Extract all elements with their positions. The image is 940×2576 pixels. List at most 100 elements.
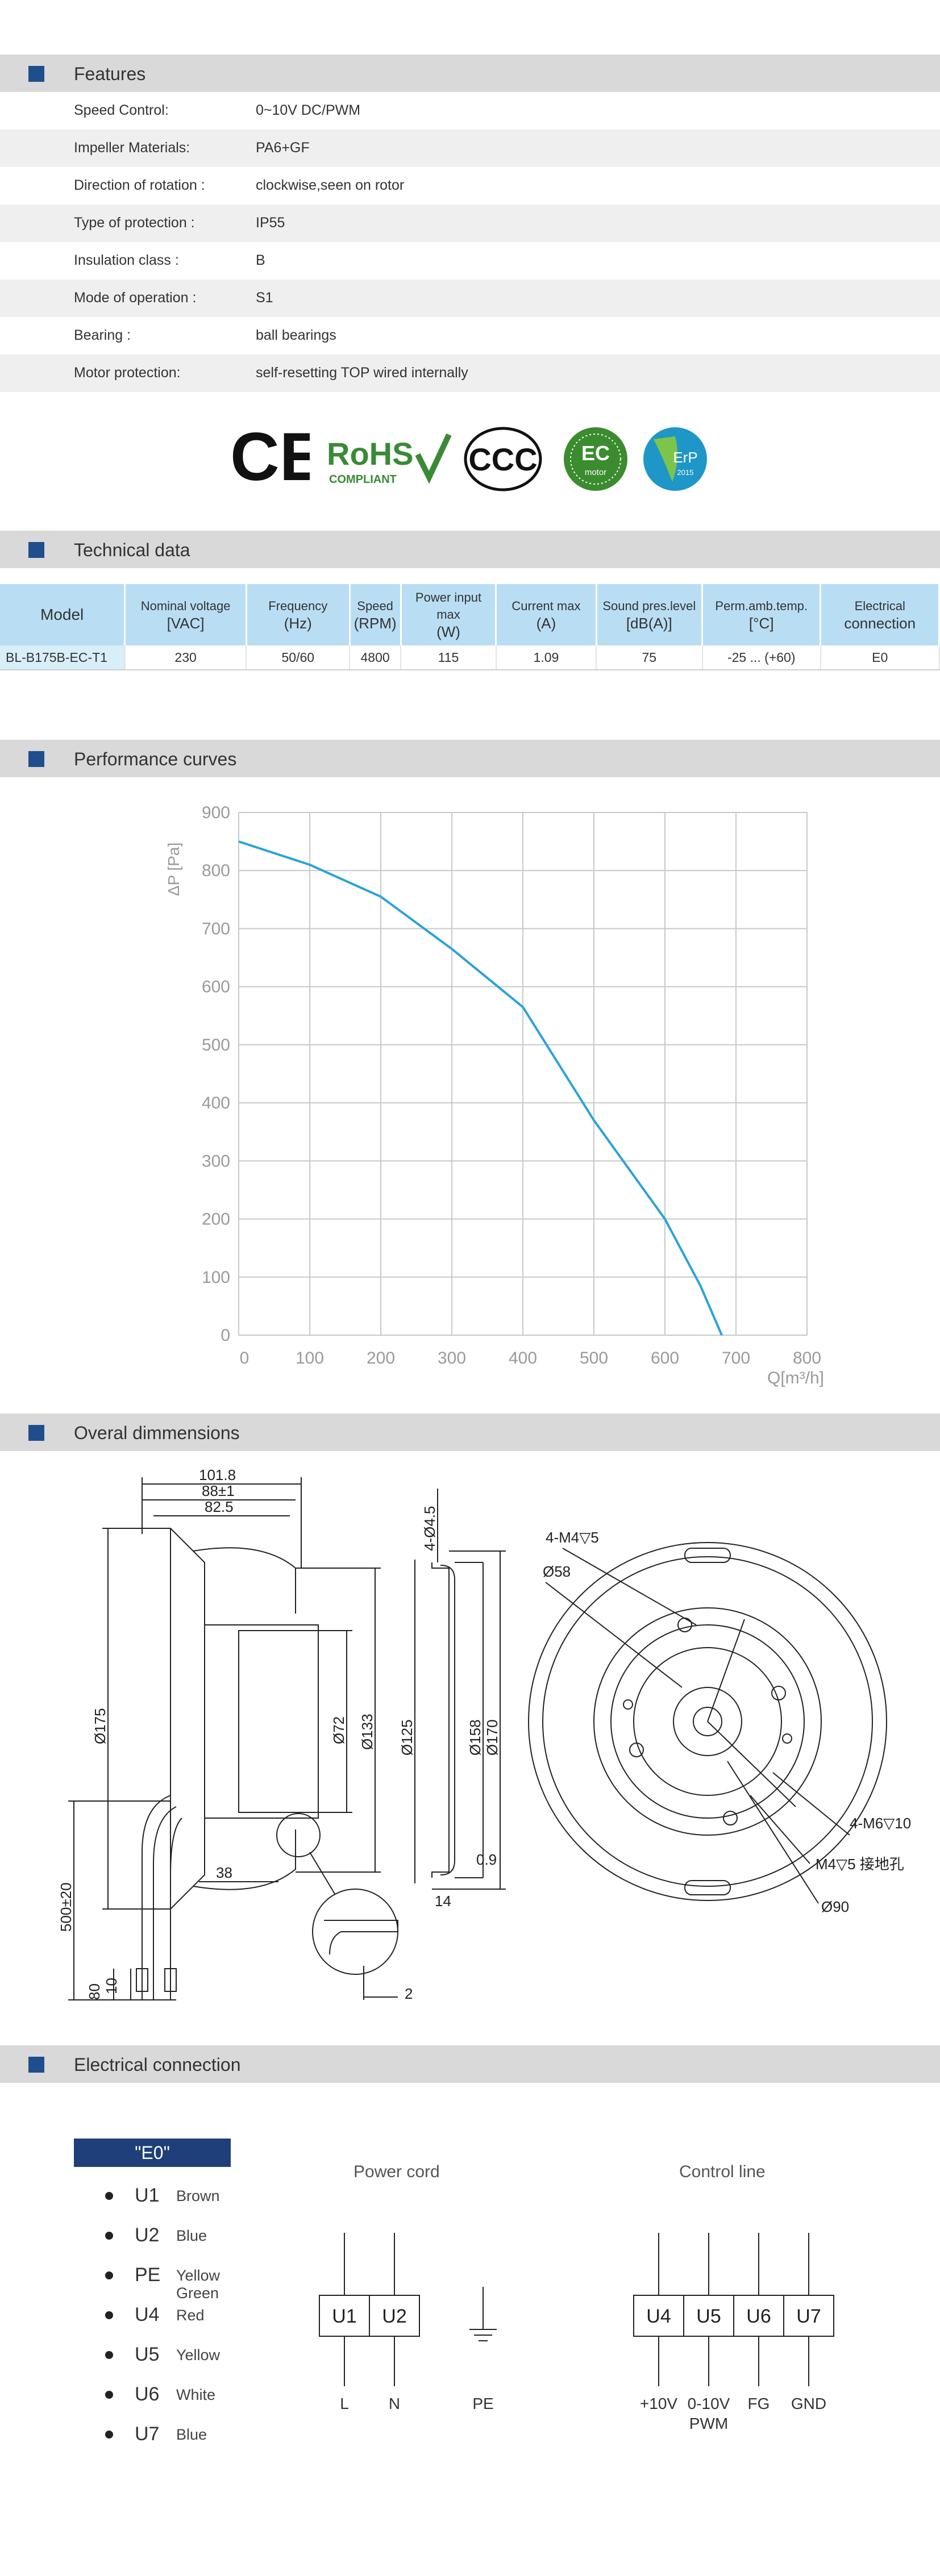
y-axis-label: ΔP [Pa] bbox=[165, 843, 182, 896]
wire-color: Yellow bbox=[176, 2346, 221, 2364]
terminal-label: U4 bbox=[646, 2306, 671, 2327]
ce-logo: CE bbox=[230, 423, 310, 491]
svg-text:COMPLIANT: COMPLIANT bbox=[329, 473, 397, 486]
rohs-logo: RoHS COMPLIANT bbox=[327, 433, 452, 486]
y-tick-label: 800 bbox=[202, 861, 230, 880]
connection-badge: "E0" bbox=[74, 2139, 231, 2167]
table-header-cell: Nominal voltage[VAC] bbox=[124, 584, 247, 645]
section-title: Overal dimmensions bbox=[74, 1423, 240, 1443]
pin-code: U7 bbox=[135, 2423, 160, 2445]
header-unit: (RPM) bbox=[353, 615, 397, 632]
technical-data-table: Model Nominal voltage[VAC]Frequency(Hz) Sp… bbox=[0, 584, 940, 670]
y-tick-label: 700 bbox=[202, 919, 230, 938]
svg-text:80: 80 bbox=[86, 1983, 103, 2000]
control-line-title: Control line bbox=[679, 2162, 766, 2181]
power-wire-label: L bbox=[340, 2395, 349, 2412]
ccc-logo: CCC bbox=[464, 427, 542, 491]
section-marker bbox=[28, 66, 44, 82]
table-cell: -25 ... (+60) bbox=[702, 645, 821, 670]
table-cell: 75 bbox=[596, 645, 703, 670]
wire-color: White bbox=[176, 2386, 216, 2403]
table-header-row: Model Nominal voltage[VAC]Frequency(Hz) Sp… bbox=[0, 584, 940, 645]
svg-text:ErP: ErP bbox=[673, 449, 697, 466]
x-tick-label: 0 bbox=[240, 1349, 249, 1368]
pin-code: PE bbox=[135, 2264, 161, 2286]
section-title: Technical data bbox=[74, 540, 190, 560]
svg-text:Ø158: Ø158 bbox=[467, 1719, 484, 1756]
y-tick-label: 600 bbox=[202, 978, 230, 997]
table-cell: BL-B175B-EC-T1 bbox=[0, 645, 126, 670]
svg-text:M4▽5 接地孔: M4▽5 接地孔 bbox=[816, 1856, 904, 1873]
y-tick-label: 400 bbox=[202, 1094, 230, 1112]
section-marker bbox=[28, 2057, 44, 2073]
feature-label: Impeller Materials: bbox=[74, 140, 190, 156]
feature-row: Mode of operation :S1 bbox=[0, 280, 940, 317]
bullet-icon bbox=[105, 2232, 113, 2240]
bullet-icon bbox=[105, 2192, 113, 2200]
svg-text:2: 2 bbox=[405, 1985, 413, 2002]
x-axis-label: Q[m³/h] bbox=[767, 1369, 824, 1387]
x-tick-label: 300 bbox=[438, 1349, 466, 1368]
table-header-cell: Frequency(Hz) bbox=[246, 584, 351, 645]
pin-code: U1 bbox=[135, 2185, 160, 2206]
table-cell: 115 bbox=[401, 645, 497, 670]
terminal-label: U1 bbox=[332, 2306, 356, 2327]
header-unit: [VAC] bbox=[167, 615, 205, 632]
control-wire-label: GND bbox=[791, 2395, 826, 2412]
feature-value: self-resetting TOP wired internally bbox=[256, 365, 468, 381]
terminal-label: U6 bbox=[746, 2306, 771, 2327]
header-unit: (W) bbox=[436, 623, 460, 640]
svg-text:Ø133: Ø133 bbox=[359, 1714, 376, 1750]
power-cord-title: Power cord bbox=[353, 2162, 440, 2181]
svg-text:CCC: CCC bbox=[468, 441, 537, 477]
pin-code: U6 bbox=[135, 2383, 160, 2405]
svg-text:Ø175: Ø175 bbox=[91, 1708, 109, 1744]
feature-label: Insulation class : bbox=[74, 252, 179, 268]
table-header-cell: Sound pres.level[dB(A)] bbox=[596, 584, 704, 645]
y-tick-label: 900 bbox=[202, 803, 230, 822]
svg-text:Ø90: Ø90 bbox=[821, 1898, 849, 1915]
svg-text:Ø58: Ø58 bbox=[543, 1563, 571, 1580]
header-line: Model bbox=[40, 606, 84, 623]
section-header-performance: Performance curves bbox=[0, 740, 940, 777]
svg-text:38: 38 bbox=[216, 1864, 232, 1881]
table-header-cell: Perm.amb.temp.[°C] bbox=[702, 584, 822, 645]
wire-color: Blue bbox=[176, 2426, 207, 2443]
x-tick-label: 200 bbox=[367, 1349, 395, 1368]
table-cell: 230 bbox=[124, 645, 247, 670]
x-tick-label: 600 bbox=[651, 1349, 679, 1368]
feature-row: Impeller Materials: PA6+GF bbox=[0, 130, 940, 167]
power-wire-label: PE bbox=[472, 2395, 493, 2412]
wire-color: Brown bbox=[176, 2187, 220, 2204]
control-wire-label: FG bbox=[748, 2395, 770, 2412]
feature-label: Direction of rotation : bbox=[74, 177, 205, 193]
svg-text:14: 14 bbox=[435, 1893, 451, 1910]
x-tick-label: 500 bbox=[580, 1349, 608, 1368]
x-tick-label: 100 bbox=[296, 1349, 324, 1368]
pin-code: U5 bbox=[135, 2344, 160, 2365]
feature-row: Bearing :ball bearings bbox=[0, 317, 940, 355]
section-title: Electrical connection bbox=[74, 2054, 241, 2075]
y-tick-label: 200 bbox=[202, 1210, 230, 1229]
section-marker bbox=[28, 542, 44, 558]
svg-text:Ø170: Ø170 bbox=[484, 1719, 501, 1756]
header-line: Current max bbox=[511, 599, 581, 613]
side-view-labels: 101.8 88±1 82.5 Ø175 Ø72 Ø133 500±20 80 … bbox=[57, 1466, 413, 2002]
feature-row: Motor protection: self-resetting TOP wire… bbox=[0, 355, 940, 392]
side-view bbox=[68, 1477, 398, 2000]
y-tick-label: 300 bbox=[202, 1152, 230, 1170]
feature-label: Motor protection: bbox=[74, 365, 181, 381]
table-header-cell: Model bbox=[0, 584, 126, 645]
table-cell: 4800 bbox=[350, 645, 402, 670]
feature-value: PA6+GF bbox=[256, 140, 310, 156]
erp-logo: ErP 2015 bbox=[643, 427, 707, 491]
header-unit: (Hz) bbox=[284, 615, 312, 632]
control-wire-sublabel: PWM bbox=[689, 2415, 728, 2432]
badge-label: "E0" bbox=[135, 2143, 170, 2163]
header-line: Speed bbox=[357, 599, 393, 613]
terminal-label: U5 bbox=[696, 2306, 721, 2327]
header-unit: connection bbox=[844, 615, 916, 632]
svg-text:CE: CE bbox=[230, 423, 310, 491]
